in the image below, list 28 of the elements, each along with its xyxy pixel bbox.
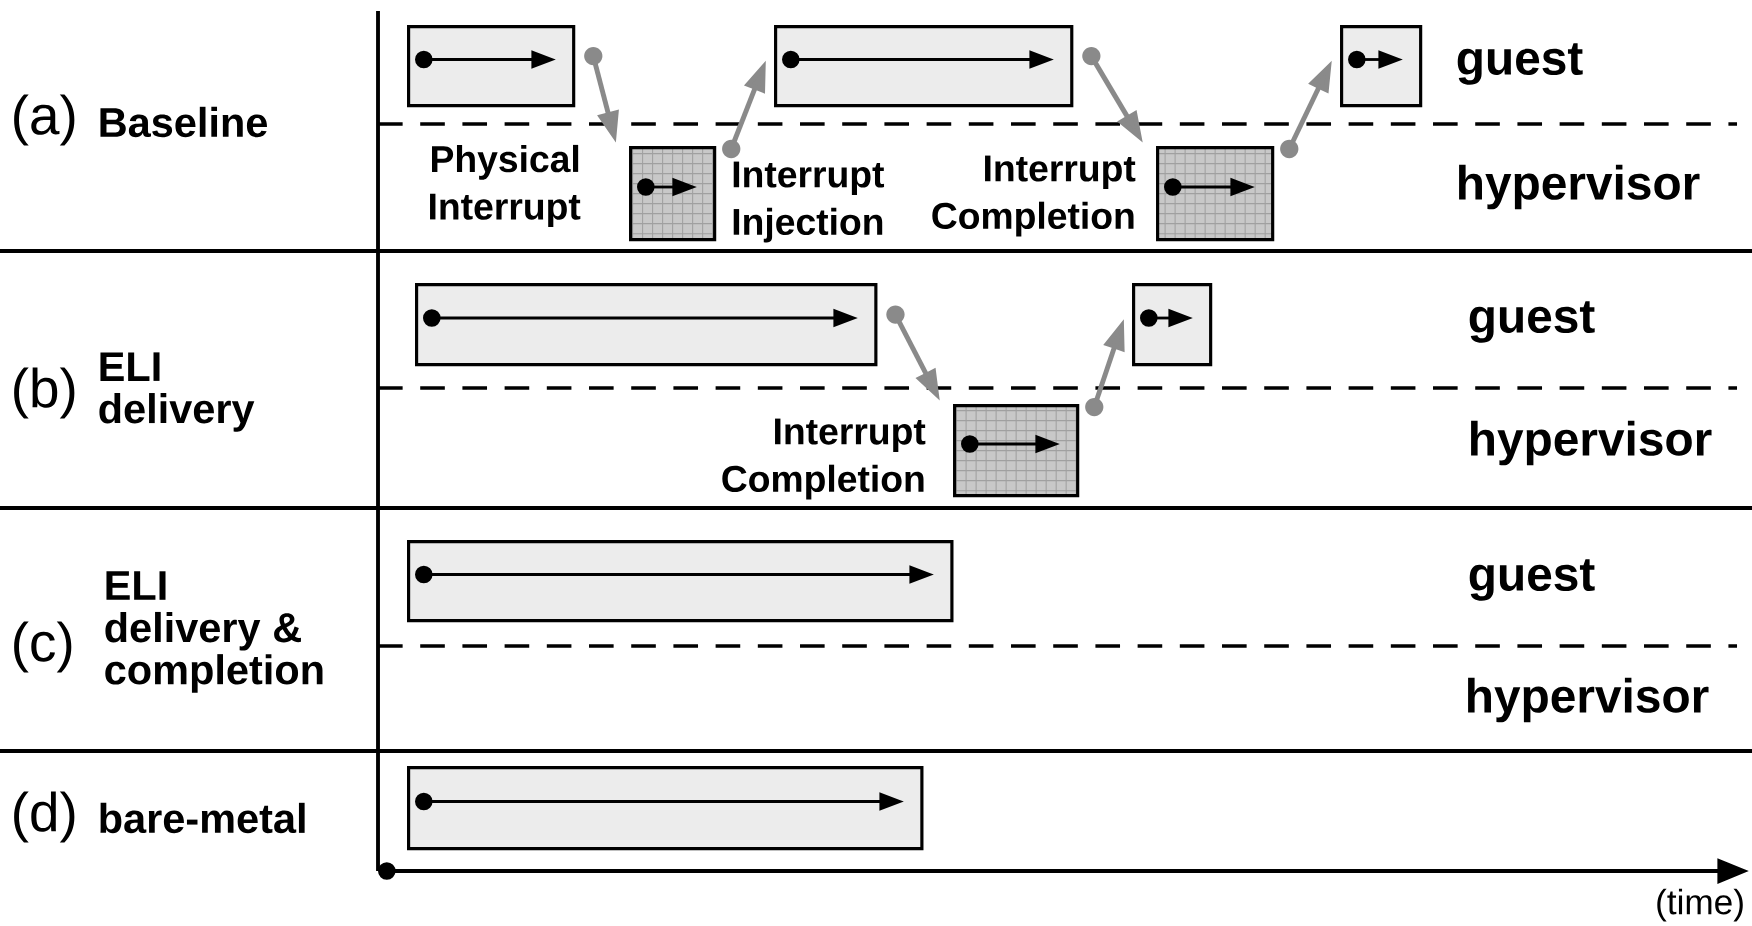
edge-label: Interrupt Injection <box>733 161 885 243</box>
process-box <box>407 25 576 108</box>
row-label: (b) <box>14 367 75 419</box>
row-label: (a) <box>14 94 75 146</box>
process-box <box>415 283 878 367</box>
row-label: (d) <box>14 791 75 843</box>
edge-label: Interrupt Completion <box>932 155 1136 237</box>
edge-label: Interrupt Completion <box>722 418 926 500</box>
process-box <box>953 404 1080 498</box>
process-box <box>629 146 717 242</box>
row-label: (c) <box>14 621 72 673</box>
row-label: ELI delivery & completion <box>105 571 323 693</box>
process-box <box>1340 25 1423 108</box>
process-box <box>1132 283 1213 367</box>
row-label: bare-metal <box>100 802 305 834</box>
row-label: hypervisor <box>1468 677 1709 723</box>
edge-label: Physical Interrupt <box>430 144 581 228</box>
row-label: hypervisor <box>1471 420 1712 466</box>
process-box <box>1156 146 1275 242</box>
row-label: hypervisor <box>1459 164 1700 210</box>
row-label: (time) <box>1657 888 1743 922</box>
process-box <box>774 25 1074 108</box>
row-label: guest <box>1469 559 1595 601</box>
row-label: guest <box>1469 301 1595 343</box>
process-box <box>407 766 924 851</box>
row-label: Baseline <box>100 106 267 138</box>
row-label: ELI delivery <box>99 352 255 432</box>
process-box <box>407 540 954 623</box>
